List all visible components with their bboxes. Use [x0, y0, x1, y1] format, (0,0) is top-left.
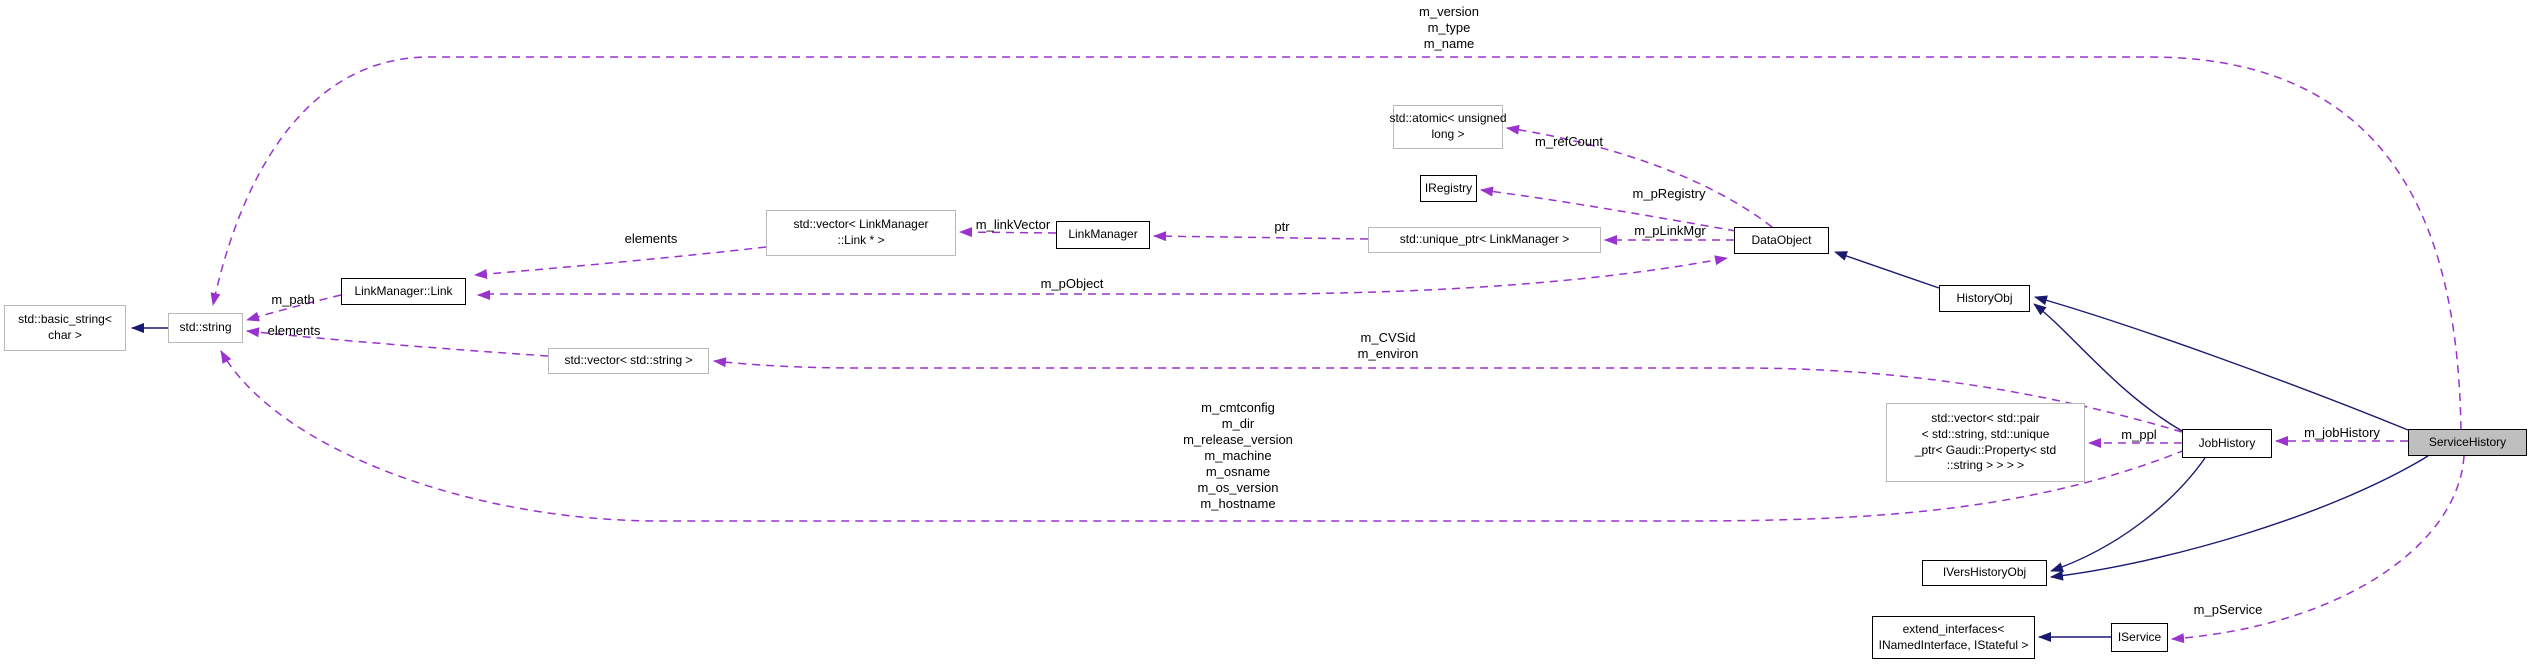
- edge-use-refcount: [1506, 124, 1773, 228]
- class-node-label: std::unique_ptr< LinkManager >: [1399, 232, 1570, 247]
- edge-use-ptr: [1153, 231, 1369, 242]
- edge-label-elements-strings: elements: [267, 323, 321, 338]
- class-node-linkmanager-link[interactable]: LinkManager::Link: [341, 278, 466, 305]
- class-node-label: ::string > > > >: [1946, 458, 2025, 473]
- class-node-dataobject[interactable]: DataObject: [1734, 227, 1829, 254]
- edge-label-pobject: m_pObject: [1040, 276, 1104, 291]
- edge-label-plinkmgr: m_pLinkMgr: [1634, 223, 1706, 238]
- edge-use-pobject: [486, 255, 1728, 295]
- class-node-std-string: std::string: [168, 313, 243, 343]
- class-node-label: ::Link * >: [837, 233, 885, 247]
- class-node-label: IService: [2117, 629, 2162, 644]
- edge-inherit-jobhistory-ivershistoryobj: [2050, 457, 2206, 572]
- class-node-ivershistoryobj[interactable]: IVersHistoryObj: [1922, 560, 2047, 586]
- edge-label-refcount: m_refCount: [1535, 134, 1603, 149]
- edge-use-linkvector: [959, 227, 1057, 238]
- edge-use-elements-links: [474, 246, 767, 279]
- class-node-vector-linkmanager-link: std::vector< LinkManager::Link * >: [766, 210, 956, 256]
- class-node-label: INamedInterface, IStateful >: [1878, 637, 2029, 652]
- class-node-label: char >: [48, 328, 82, 342]
- class-node-extend-interfaces[interactable]: extend_interfaces<INamedInterface, IStat…: [1872, 616, 2035, 659]
- edge-inherit-servicehistory-ivershistoryobj: [2050, 455, 2429, 581]
- edge-use-pregistry: [1480, 186, 1737, 232]
- edge-inherit-jobhistory-historyobj: [2033, 303, 2183, 432]
- class-node-label: IVersHistoryObj: [1942, 565, 2027, 580]
- class-node-label: DataObject: [1751, 232, 1812, 247]
- edge-use-path: [246, 294, 342, 322]
- class-node-basic-string: std::basic_string<char >: [4, 305, 126, 351]
- class-node-label: IRegistry: [1424, 180, 1473, 195]
- class-node-label: std::vector< std::string >: [564, 353, 693, 368]
- class-node-label: std::atomic< unsigned: [1389, 111, 1507, 126]
- edge-inherit-historyobj-dataobject: [1834, 251, 1940, 289]
- edge-label-linkvector: m_linkVector: [975, 217, 1051, 232]
- class-node-vector-string: std::vector< std::string >: [548, 348, 709, 374]
- class-node-linkmanager[interactable]: LinkManager: [1056, 221, 1150, 249]
- class-node-label: _ptr< Gaudi::Property< std: [1914, 442, 2057, 457]
- edge-label-elements-links: elements: [624, 231, 678, 246]
- class-node-iregistry[interactable]: IRegistry: [1420, 175, 1477, 202]
- edge-use-elements-strings: [246, 327, 549, 357]
- class-node-pair-property-vector: std::vector< std::pair< std::string, std…: [1886, 403, 2085, 482]
- class-node-label: long >: [1431, 127, 1465, 141]
- class-node-jobhistory[interactable]: JobHistory: [2182, 429, 2272, 458]
- class-node-label: std::vector< LinkManager: [793, 217, 929, 232]
- class-node-label: < std::string, std::unique: [1921, 426, 2050, 441]
- class-node-iservice[interactable]: IService: [2111, 623, 2168, 652]
- edge-label-ppl: m_ppl: [2121, 427, 2157, 442]
- class-node-label: std::basic_string<: [18, 312, 112, 327]
- edge-label-pservice: m_pService: [2193, 602, 2263, 617]
- class-node-label: std::string: [179, 320, 232, 335]
- class-node-label: JobHistory: [2198, 435, 2256, 450]
- class-node-unique-ptr-linkmanager: std::unique_ptr< LinkManager >: [1368, 227, 1601, 253]
- edge-use-version-type-name: [210, 56, 2462, 430]
- edge-inherit-servicehistory-historyobj: [2034, 295, 2409, 431]
- class-node-label: ServiceHistory: [2428, 434, 2507, 449]
- edge-label-path: m_path: [271, 292, 315, 307]
- class-node-label: HistoryObj: [1956, 290, 2013, 305]
- edge-use-cmtconfig: [220, 350, 2186, 522]
- class-node-historyobj[interactable]: HistoryObj: [1939, 285, 2030, 312]
- class-node-label: std::vector< std::pair: [1931, 410, 2040, 425]
- class-node-label: extend_interfaces<: [1902, 621, 2005, 636]
- class-node-label: LinkManager::Link: [354, 283, 453, 298]
- class-node-servicehistory[interactable]: ServiceHistory: [2408, 429, 2527, 456]
- edge-label-ptr: ptr: [1274, 219, 1290, 234]
- edge-label-pregistry: m_pRegistry: [1632, 186, 1706, 201]
- edge-label-jobhistory: m_jobHistory: [2304, 425, 2380, 440]
- class-node-label: LinkManager: [1068, 227, 1138, 242]
